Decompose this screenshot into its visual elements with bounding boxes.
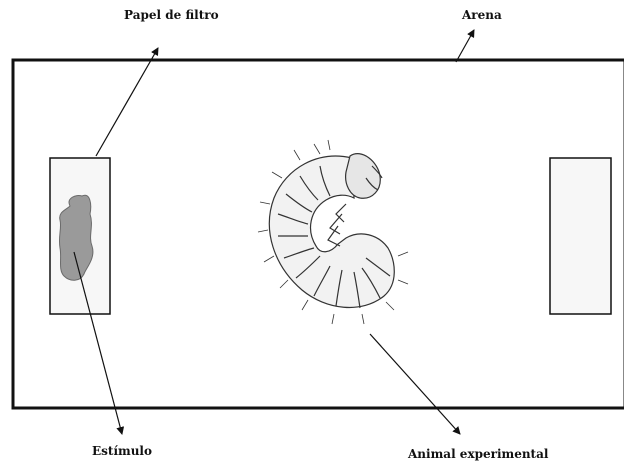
filter-paper-right [550, 158, 611, 314]
label-stimulus: Estímulo [92, 444, 152, 458]
label-experimental-animal: Animal experimental [408, 447, 548, 461]
arrow-arena [456, 30, 474, 62]
arrow-filter-paper [96, 48, 158, 156]
label-filter-paper: Papel de filtro [124, 8, 219, 22]
label-arena: Arena [462, 8, 502, 22]
arrow-experimental-animal [370, 334, 460, 434]
larva-icon [258, 140, 408, 324]
